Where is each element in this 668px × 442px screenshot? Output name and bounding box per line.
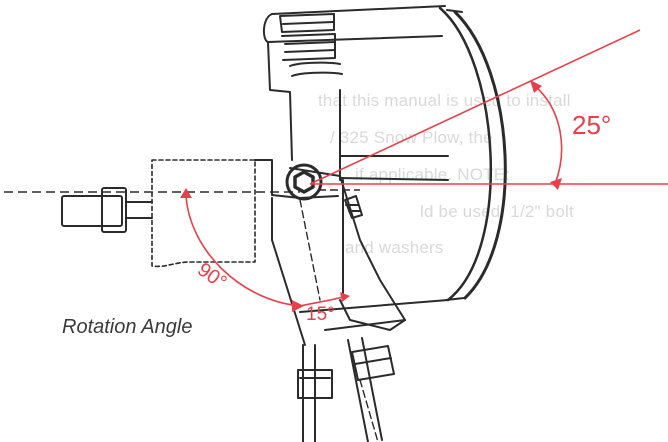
bracket-plate-dashed: [151, 159, 256, 268]
bleed-through-line-5: and washers: [345, 238, 444, 257]
stem-left: [302, 344, 316, 442]
rotation-arrow-top: [180, 188, 192, 198]
pivot-bolt-hex: [293, 170, 315, 194]
lamp-lens-rim: [453, 10, 507, 300]
lamp-lens: [438, 6, 493, 302]
tilt-angle-line: [309, 29, 641, 185]
bleed-through-line-1: that this manual is used to install: [318, 91, 571, 110]
lamp-housing-top: [271, 5, 446, 15]
bracket-arrow: [340, 292, 350, 302]
rotation-angle-label: 90°: [193, 259, 230, 294]
stem-right: [347, 337, 383, 442]
pivot-blade: [289, 167, 406, 331]
bleed-through-line-4: ld be used. 1/2" bolt: [420, 202, 574, 221]
lamp-housing-bottom: [299, 299, 449, 313]
tilt-angle-arc: [534, 85, 563, 185]
rotation-angle-arc: [185, 195, 301, 307]
lamp-line-art: [61, 5, 507, 442]
mount-bolt-nut: [101, 187, 127, 233]
bracket-angle-label: 15°: [306, 304, 335, 325]
bracket-arm: [254, 159, 301, 199]
lamp-rear-cap: [262, 13, 293, 161]
mount-bolt-shaft: [61, 195, 123, 227]
rotation-arrow-bottom: [292, 300, 304, 312]
stem-left-nut: [297, 369, 333, 399]
stem-right-nut: [351, 345, 395, 381]
angle-annotations: [185, 29, 668, 307]
tilt-angle-label: 25°: [572, 110, 611, 140]
tilt-arrow-top: [530, 80, 542, 93]
arrowheads: [180, 80, 562, 312]
tilt-arrow-bottom: [550, 178, 562, 190]
pivot-bolt-outer: [285, 163, 323, 201]
rotation-angle-caption: Rotation Angle: [62, 316, 193, 338]
